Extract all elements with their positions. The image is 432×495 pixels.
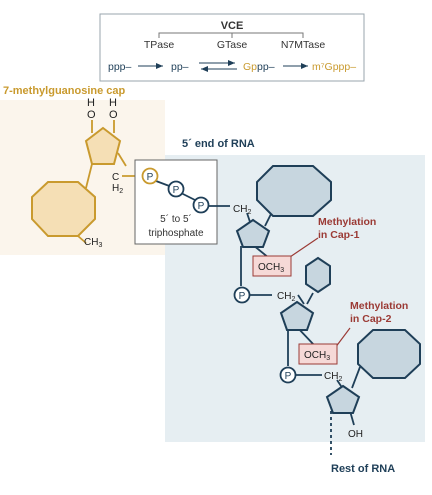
guanine-ring — [31, 181, 96, 237]
base2-ring — [305, 256, 331, 294]
cap-ch3: CH3 — [84, 237, 102, 249]
cap-structure: O H O H C H2 CH3 — [31, 97, 143, 249]
n7mtase-label: N7MTase — [281, 39, 326, 51]
och3-label-1: OCH3 — [258, 262, 284, 274]
svg-text:P: P — [198, 201, 205, 212]
ppp-label: ppp– — [108, 61, 132, 73]
triphosphate-label-1: 5´ to 5´ — [160, 213, 192, 225]
ribose2-ring — [279, 300, 315, 331]
gtase-label: GTase — [217, 39, 248, 51]
och3-box-1 — [252, 255, 292, 277]
base3-ring — [357, 329, 421, 379]
gppp-label: Gppp– — [243, 61, 275, 73]
ribose1-ring — [235, 218, 271, 248]
svg-text:P: P — [239, 291, 246, 302]
phosphate-cap: P — [141, 167, 159, 185]
cap-h-left: H — [87, 97, 95, 109]
phosphate-4: P — [233, 286, 251, 304]
rna-title: 5´ end of RNA — [182, 138, 255, 150]
ch2-label-3: CH2 — [324, 371, 342, 383]
rest-of-rna-label: Rest of RNA — [331, 463, 395, 475]
cap-ch2-c: C — [112, 172, 119, 183]
ribose3-ring — [325, 384, 361, 414]
phosphate-3: P — [192, 196, 210, 214]
methylation-cap2-line2: in Cap-2 — [350, 313, 392, 325]
cap-ribose-ring — [84, 126, 122, 165]
base1-ring — [256, 165, 332, 217]
m7gppp-label: m⁷Gppp– — [312, 61, 356, 73]
ch2-label-1: CH2 — [233, 204, 251, 216]
cap-o-left: O — [87, 109, 96, 121]
oh-label: OH — [348, 429, 363, 440]
methylation-cap1-line2: in Cap-1 — [318, 229, 360, 241]
cap-h-right: H — [109, 97, 117, 109]
methylation1-connector — [286, 237, 319, 260]
methylation-cap2-line1: Methylation — [350, 300, 408, 312]
cap-o-right: O — [109, 109, 118, 121]
svg-text:P: P — [285, 371, 292, 382]
cap-ch2-h: H2 — [112, 183, 123, 195]
och3-label-2: OCH3 — [304, 350, 330, 362]
svg-text:P: P — [173, 185, 180, 196]
pp-label: pp– — [171, 61, 189, 73]
vce-label: VCE — [221, 20, 244, 32]
phosphate-5: P — [279, 366, 297, 384]
methylation-cap1-line1: Methylation — [318, 216, 376, 228]
phosphate-2: P — [167, 180, 185, 198]
ch2-label-2: CH2 — [277, 291, 295, 303]
svg-text:P: P — [147, 172, 154, 183]
cap-title: 7-methylguanosine cap — [3, 85, 126, 97]
tpase-label: TPase — [144, 39, 175, 51]
och3-box-2 — [298, 343, 338, 365]
enzyme-box: VCE TPase GTase N7MTase ppp– pp– Gppp– m… — [99, 13, 365, 82]
triphosphate-label-2: triphosphate — [148, 228, 203, 239]
